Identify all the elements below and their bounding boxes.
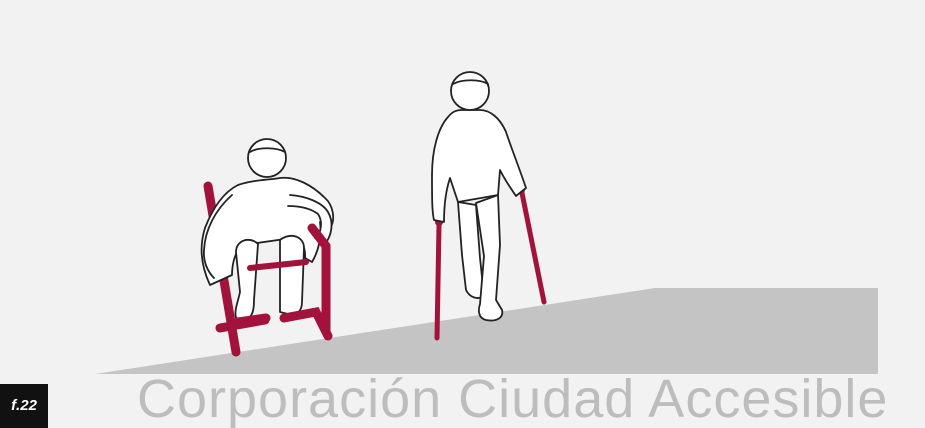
crutch-user-head [450,71,490,111]
wheelchair-user-leg-right [279,234,305,316]
wheelchair-footrest [233,306,333,341]
wheelchair-user-leg-left [234,238,259,321]
head-band [452,79,489,85]
head-band [249,147,286,153]
wheelchair-user-arm-left [202,194,233,279]
crutch-user-body [431,109,527,223]
figure-label: f.22 [0,384,48,428]
crutch-right [519,190,547,305]
watermark-text: Corporación Ciudad Accesible [137,370,889,428]
wheelchair-seat [247,259,309,271]
ramp [95,288,878,374]
wheelchair-user [200,138,335,357]
wheelchair-wheel [307,223,331,335]
crutch-user-leg-right [475,194,504,322]
crutch-left [434,222,442,341]
person-with-crutches [431,71,547,341]
wheelchair-user-head [247,138,287,178]
